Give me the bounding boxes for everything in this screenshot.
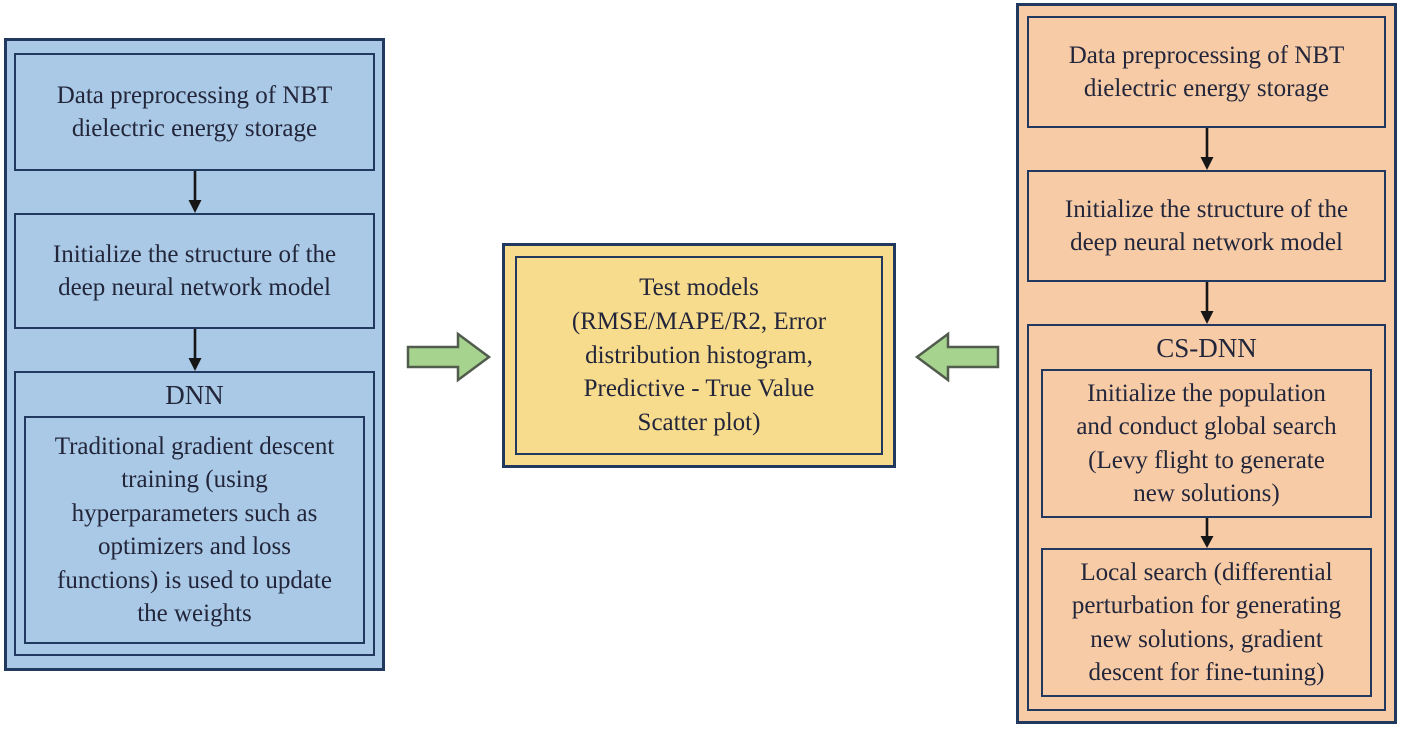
test-models-text: Test models (RMSE/MAPE/R2, Error distrib… xyxy=(515,256,883,455)
test-models-box: Test models (RMSE/MAPE/R2, Error distrib… xyxy=(502,243,896,468)
down-arrow-icon xyxy=(1198,128,1216,170)
dnn-group-box: DNN Traditional gradient descent trainin… xyxy=(14,371,375,656)
step-box-initialize-structure-right: Initialize the structure of the deep neu… xyxy=(1027,170,1386,282)
arrow-left-icon xyxy=(914,331,1000,383)
cs-dnn-group-box: CS-DNN Initialize the population and con… xyxy=(1027,324,1386,711)
dnn-gradient-descent-box: Traditional gradient descent training (u… xyxy=(24,416,365,644)
cs-dnn-pipeline-panel: Data preprocessing of NBT dielectric ene… xyxy=(1016,3,1397,724)
cs-local-search-box: Local search (differential perturbation … xyxy=(1041,548,1372,697)
down-arrow-icon xyxy=(1198,282,1216,324)
down-arrow-icon xyxy=(186,171,204,213)
step-box-initialize-structure-left: Initialize the structure of the deep neu… xyxy=(14,213,375,329)
down-arrow-icon xyxy=(186,329,204,371)
arrow-right-icon xyxy=(406,331,492,383)
step-box-data-preprocessing-left: Data preprocessing of NBT dielectric ene… xyxy=(14,53,375,171)
cs-global-search-box: Initialize the population and conduct gl… xyxy=(1041,369,1372,519)
down-arrow-icon xyxy=(1198,518,1216,549)
dnn-group-title: DNN xyxy=(165,380,224,410)
dnn-pipeline-panel: Data preprocessing of NBT dielectric ene… xyxy=(4,38,385,671)
step-box-data-preprocessing-right: Data preprocessing of NBT dielectric ene… xyxy=(1027,16,1386,128)
cs-dnn-group-title: CS-DNN xyxy=(1156,333,1257,363)
